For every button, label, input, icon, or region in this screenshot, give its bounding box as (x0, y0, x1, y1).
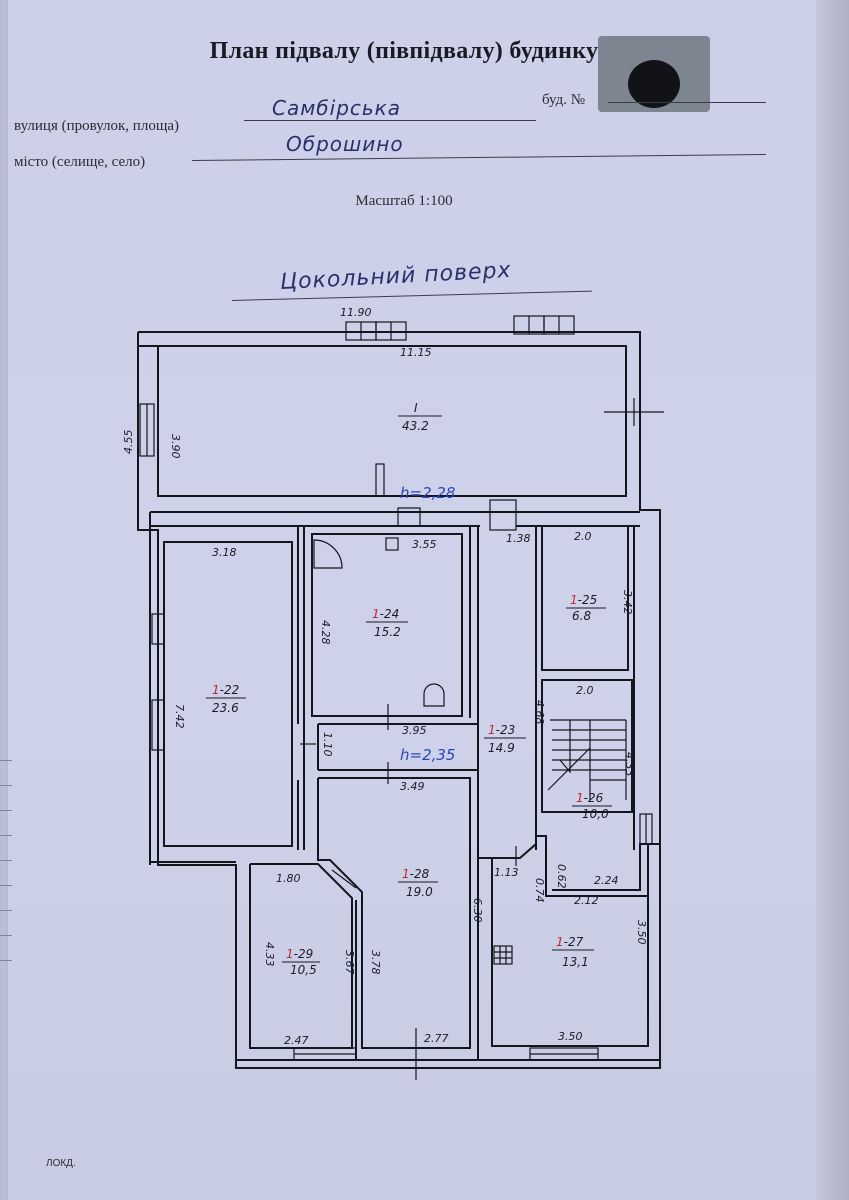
dim-395: 3.95 (402, 724, 427, 737)
city-label: місто (селище, село) (14, 154, 146, 170)
svg-text:1-24: 1-24 (372, 607, 399, 621)
street-value: Самбірська (272, 96, 402, 120)
svg-text:43.2: 43.2 (402, 419, 429, 433)
dim-074: 0.74 (533, 878, 546, 903)
svg-text:1-26: 1-26 (576, 791, 604, 805)
dim-630: 6.30 (471, 898, 484, 923)
outer-wall (137, 331, 661, 1069)
room-label-i: I 43.2 (398, 401, 442, 433)
dim-433b: 4.33 (623, 752, 636, 777)
svg-text:1-28: 1-28 (402, 867, 430, 881)
dim-outer-width: 11.90 (340, 306, 372, 319)
street-underline (244, 120, 536, 121)
dim-inner-left: 3.90 (169, 434, 182, 459)
dim-138: 1.38 (506, 532, 531, 545)
dim-318: 3.18 (212, 546, 237, 559)
room-label-1-27: 1-27 13,1 (552, 935, 594, 969)
room-1-28-wall (317, 777, 471, 1049)
building-underline (608, 102, 766, 103)
dim-20b: 2.0 (576, 684, 594, 697)
scale-label: Масштаб 1:100 (355, 193, 453, 209)
room-1-26-wall (541, 679, 633, 813)
dim-350v: 3.50 (635, 920, 648, 945)
room-i-wall (152, 345, 627, 497)
dim-342: 3.42 (621, 590, 634, 615)
dim-247: 2.47 (284, 1034, 309, 1047)
dim-378: 3.78 (369, 950, 382, 975)
room-label-1-22: 1-22 23.6 (206, 683, 246, 715)
svg-text:1-29: 1-29 (286, 947, 313, 961)
sink-icon (423, 683, 445, 707)
svg-text:1-22: 1-22 (212, 683, 239, 697)
city-value: Оброшино (286, 132, 404, 156)
svg-text:10,0: 10,0 (582, 807, 609, 821)
building-label: буд. № (542, 92, 586, 108)
dim-277: 2.77 (424, 1032, 449, 1045)
room-label-1-26: 1-26 10,0 (572, 791, 612, 821)
dim-468: 4.68 (533, 700, 546, 725)
svg-text:23.6: 23.6 (212, 701, 239, 715)
dim-428: 4.28 (319, 620, 332, 645)
dim-inner-width: 11.15 (400, 346, 432, 359)
dim-20a: 2.0 (574, 530, 592, 543)
redaction-mark (628, 60, 680, 108)
dim-212: 2.12 (574, 894, 599, 907)
underlying-sheet-edge (816, 0, 849, 1200)
dim-180: 1.80 (276, 872, 301, 885)
room-label-1-25: 1-25 6.8 (566, 593, 606, 623)
dim-349: 3.49 (400, 780, 425, 793)
svg-text:19.0: 19.0 (406, 885, 433, 899)
svg-text:6.8: 6.8 (572, 609, 591, 623)
dim-350h: 3.50 (558, 1030, 583, 1043)
svg-text:14.9: 14.9 (488, 741, 515, 755)
street-label: вулиця (провулок, площа) (14, 118, 180, 134)
stairs (547, 719, 627, 800)
dim-113: 1.13 (494, 866, 519, 879)
dim-outer-left: 4.55 (122, 430, 135, 455)
room-1-24-wall (311, 533, 463, 717)
svg-text:1-23: 1-23 (488, 723, 515, 737)
svg-text:10,5: 10,5 (290, 963, 317, 977)
footer-code: ЛОКД. (46, 1158, 76, 1169)
svg-text:1-27: 1-27 (556, 935, 584, 949)
room-1-29-wall (249, 863, 353, 1049)
margin-lines (0, 760, 12, 1010)
dim-742: 7.42 (173, 704, 186, 729)
dim-367: 3.67 (343, 950, 356, 975)
svg-text:13,1: 13,1 (562, 955, 589, 969)
dim-062: 0.62 (555, 864, 568, 889)
door-swing (313, 539, 343, 569)
height-2: h=2,35 (400, 746, 455, 764)
svg-text:1-25: 1-25 (570, 593, 597, 607)
dim-110: 1.10 (321, 732, 334, 757)
room-1-25-wall (541, 525, 629, 671)
grid-icon (493, 945, 513, 965)
height-1: h=2,28 (400, 484, 455, 502)
svg-text:I: I (414, 401, 418, 415)
dim-433: 4.33 (263, 942, 276, 967)
windows (139, 315, 664, 1080)
document-sheet (8, 0, 816, 1200)
dim-355: 3.55 (412, 538, 437, 551)
boiler-icon (385, 537, 399, 551)
page-title: План підвалу (півпідвалу) будинку (209, 38, 599, 64)
dim-224: 2.24 (594, 874, 619, 887)
svg-text:15.2: 15.2 (374, 625, 401, 639)
room-label-1-29: 1-29 10,5 (282, 947, 320, 977)
room-label-1-23: 1-23 14.9 (484, 723, 526, 755)
room-label-1-28: 1-28 19.0 (398, 867, 438, 899)
room-label-1-24: 1-24 15.2 (366, 607, 408, 639)
room-1-22-wall (163, 541, 293, 847)
